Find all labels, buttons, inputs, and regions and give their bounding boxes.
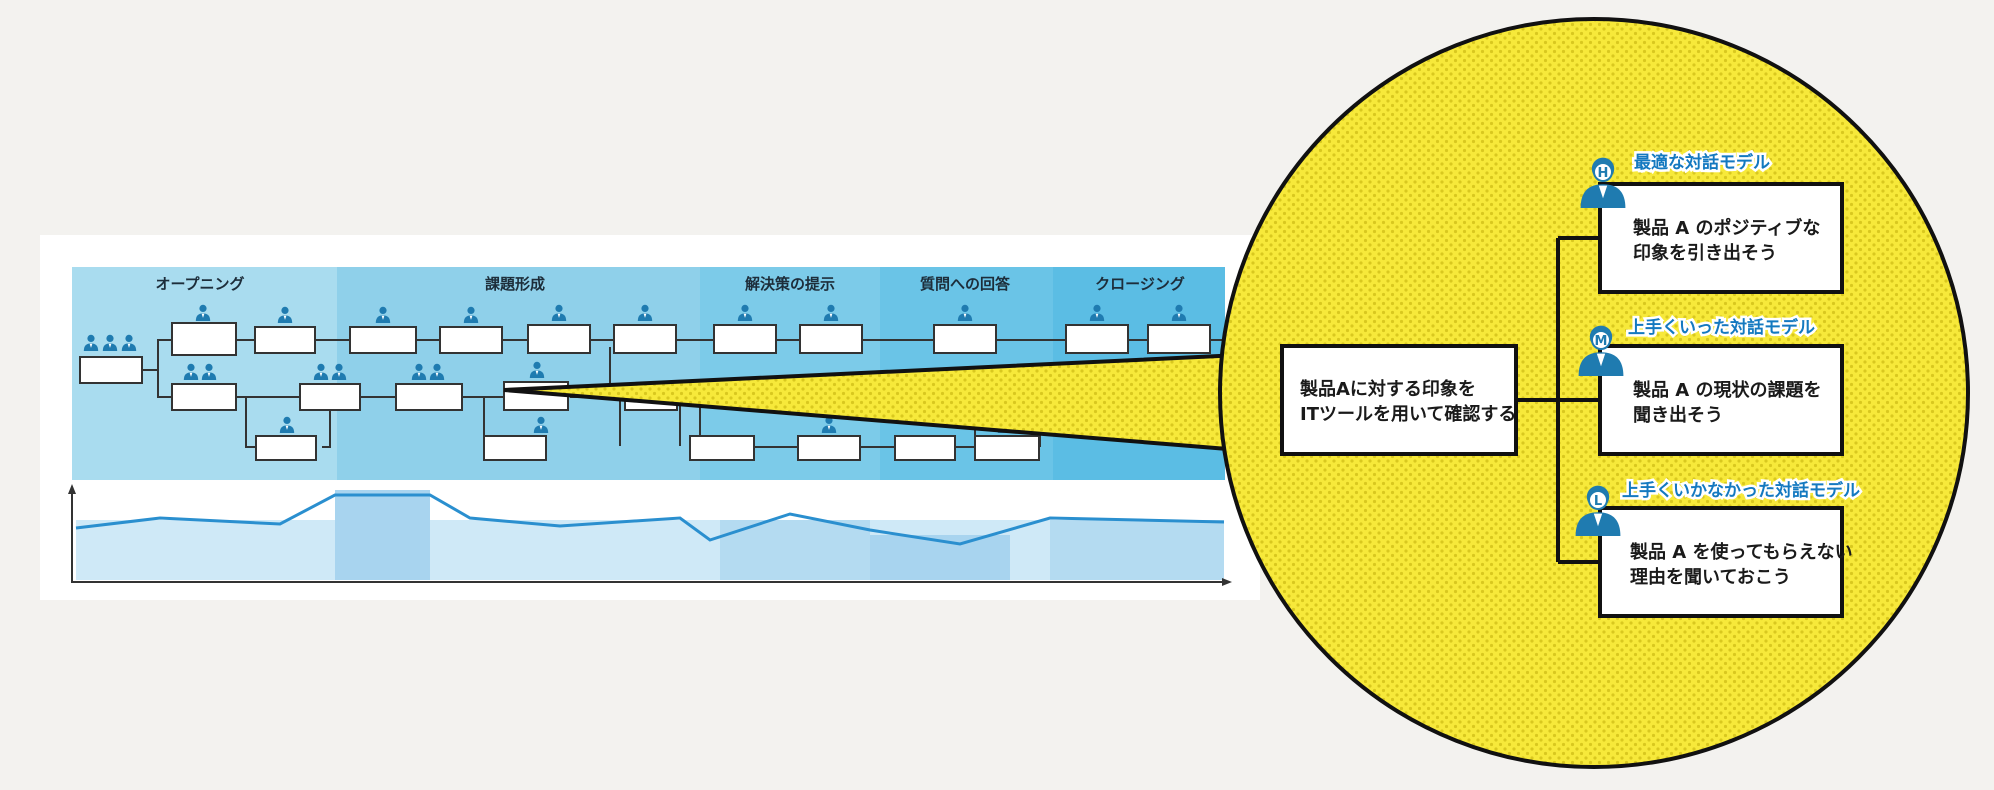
flow-box xyxy=(395,383,463,411)
phase-label-issue: 課題形成 xyxy=(485,275,545,293)
model-box-good xyxy=(1598,344,1844,456)
lens-border xyxy=(1218,17,1970,769)
tree-connector xyxy=(1517,236,1600,564)
source-action-line2: ITツールを用いて確認する xyxy=(1300,403,1516,425)
strip-block xyxy=(335,490,430,580)
magnifier-lens: 製品Aに対する印象を ITツールを用いて確認する H 最適な対話モデル 製品 A… xyxy=(1218,17,1970,769)
flow-box xyxy=(1065,324,1129,354)
y-axis-arrow xyxy=(68,484,76,494)
badge-best xyxy=(1593,162,1613,182)
badge-bad xyxy=(1588,490,1608,510)
zoom-wedge-dots xyxy=(504,355,1240,450)
engagement-strip xyxy=(68,484,1232,586)
flow-box xyxy=(974,435,1040,461)
flow-box xyxy=(689,435,755,461)
strip-block xyxy=(870,535,1010,580)
flow-box xyxy=(171,322,237,356)
phase-label-answer: 質問への回答 xyxy=(920,275,1011,293)
flow-box xyxy=(439,326,503,354)
x-axis-arrow xyxy=(1222,578,1232,586)
flow-box xyxy=(1147,324,1211,354)
axis-lines xyxy=(71,488,1228,583)
model-good-line1: 製品 A の現状の課題を xyxy=(1632,379,1821,401)
flow-box xyxy=(797,435,861,461)
phase-label-opening: オープニング xyxy=(155,275,244,293)
model-label-bad: 上手くいかなかった対話モデル xyxy=(1622,480,1860,501)
flow-box xyxy=(254,326,316,354)
model-best-line2: 印象を引き出そう xyxy=(1633,242,1777,264)
badge-good-letter: M xyxy=(1595,334,1608,349)
flow-box xyxy=(613,324,677,354)
flow-box xyxy=(894,435,956,461)
badge-good xyxy=(1591,330,1611,350)
strip-block xyxy=(1050,520,1224,580)
flow-box xyxy=(483,435,547,461)
flow-box xyxy=(79,356,143,384)
model-label-best: 最適な対話モデル xyxy=(1634,152,1770,173)
flow-boxes-row3 xyxy=(255,435,1040,461)
phase-label-solution: 解決策の提示 xyxy=(745,275,835,293)
source-action-box xyxy=(1280,344,1518,456)
model-bad-line2: 理由を聞いておこう xyxy=(1630,566,1791,588)
flow-boxes-row1 xyxy=(79,322,1211,384)
flow-box xyxy=(933,324,997,354)
flow-box xyxy=(255,435,317,461)
model-bad-line1: 製品 A を使ってもらえない xyxy=(1629,542,1853,563)
engagement-line xyxy=(75,493,1225,546)
phase-label-closing: クロージング xyxy=(1095,275,1185,293)
model-good-line2: 聞き出そう xyxy=(1633,404,1723,426)
source-action-line1: 製品Aに対する印象を xyxy=(1299,378,1476,400)
flow-box xyxy=(527,324,591,354)
badge-bad-letter: L xyxy=(1594,494,1602,509)
badge-best-letter: H xyxy=(1598,166,1609,181)
zoom-wedge-edges xyxy=(503,353,1241,452)
model-box-bad xyxy=(1598,506,1844,618)
model-box-best xyxy=(1598,182,1844,294)
model-label-good: 上手くいった対話モデル xyxy=(1628,317,1815,338)
strip-fill xyxy=(76,520,1224,580)
model-best-line1: 製品 A のポジティブな xyxy=(1632,217,1820,239)
flow-box xyxy=(349,326,417,354)
flow-box xyxy=(299,383,361,411)
flow-box xyxy=(713,324,777,354)
flow-box xyxy=(171,383,237,411)
flow-box xyxy=(799,324,863,354)
